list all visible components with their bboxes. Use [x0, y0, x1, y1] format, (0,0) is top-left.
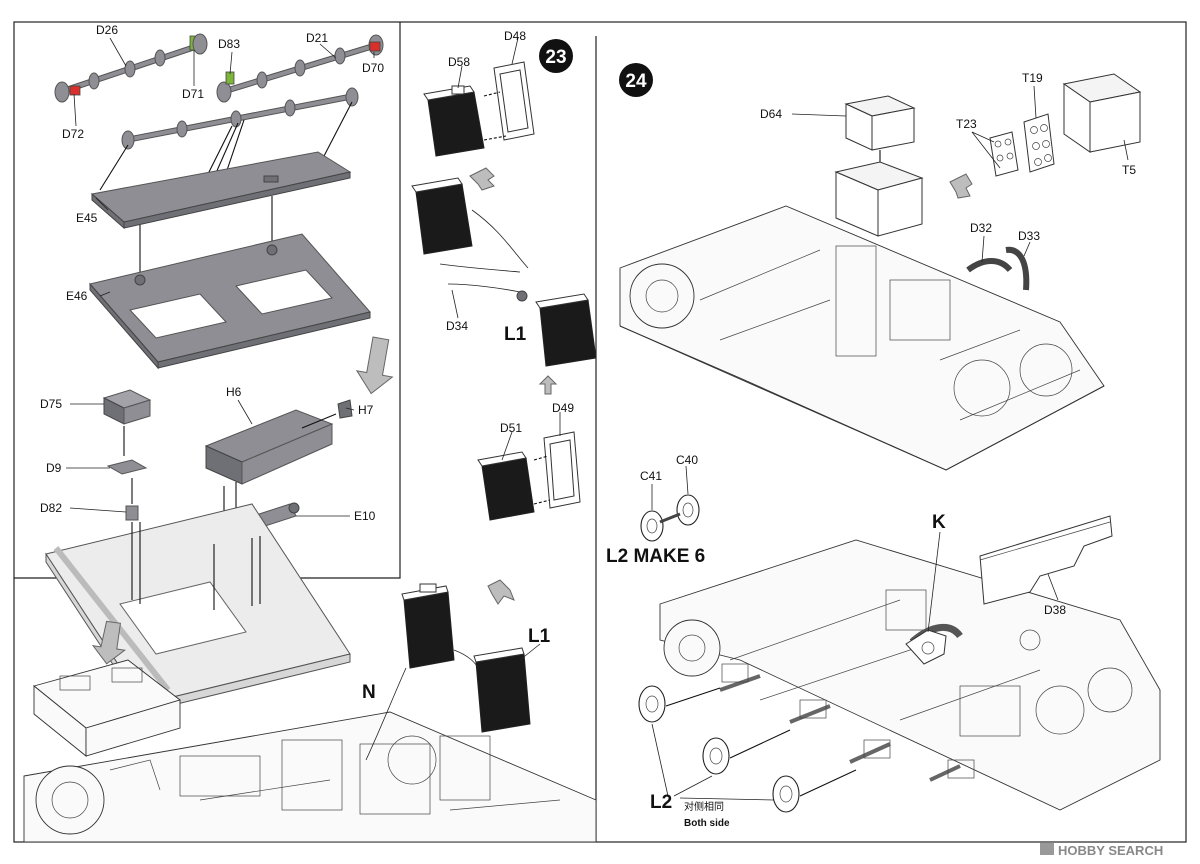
wheel-c41 [640, 510, 664, 542]
watermark-text: HOBBY SEARCH [1058, 843, 1163, 858]
step-23-number: 23 [545, 47, 566, 68]
axle-rod-middle [121, 87, 359, 150]
flow-arrow-23a [469, 167, 495, 191]
red-part-d72 [69, 85, 81, 96]
hull-step24-bottom [659, 539, 1161, 811]
label-d70: D70 [362, 61, 384, 75]
radiator-assembly-l1 [535, 293, 597, 367]
part-d58 [423, 85, 485, 157]
label-d21: D21 [306, 31, 328, 45]
part-d38 [979, 515, 1113, 605]
suspension-arms [719, 663, 975, 782]
hull-bottom-left [23, 711, 597, 843]
label-d75: D75 [40, 397, 62, 411]
part-d51 [477, 451, 535, 521]
label-t23: T23 [956, 117, 977, 131]
part-d9 [106, 459, 148, 475]
middle-panel [411, 39, 597, 521]
label-d72: D72 [62, 127, 84, 141]
label-k: K [932, 512, 946, 533]
step-23-badge [539, 39, 573, 73]
label-n: N [362, 682, 376, 703]
step-24-badge [619, 63, 653, 97]
right-panel [619, 63, 1161, 813]
part-d49 [543, 431, 581, 509]
part-t19 [1023, 113, 1055, 173]
label-t19: T19 [1022, 71, 1043, 85]
label-d51: D51 [500, 421, 522, 435]
label-e10: E10 [354, 509, 376, 523]
label-d58: D58 [448, 55, 470, 69]
label-side-cn: 对侧相同 [684, 800, 724, 813]
flow-arrow-down [355, 336, 394, 395]
road-wheel-2 [702, 737, 730, 775]
hull-inset [33, 659, 181, 757]
part-d64 [844, 95, 916, 151]
label-d33: D33 [1018, 229, 1040, 243]
label-d71: D71 [182, 87, 204, 101]
label-side-en: Both side [684, 818, 730, 829]
hull-step24-top [619, 205, 1105, 471]
radiator-lower-right [473, 647, 531, 733]
label-e46: E46 [66, 289, 88, 303]
label-d83: D83 [218, 37, 240, 51]
watermark-logo-icon [1040, 843, 1054, 855]
part-labels: D26 D71 D83 D21 D70 D72 E45 E46 D75 D9 D… [40, 23, 1136, 829]
part-h6 [204, 409, 334, 485]
label-l1-upper: L1 [504, 324, 527, 345]
label-d34: D34 [446, 319, 468, 333]
engine-box [834, 161, 924, 237]
label-l2-make6: L2 MAKE 6 [606, 546, 705, 567]
label-d49: D49 [552, 401, 574, 415]
label-h6: H6 [226, 385, 242, 399]
label-c41: C41 [640, 469, 662, 483]
radiator-assembly-top [411, 177, 529, 302]
axle-rod-d26 [54, 33, 208, 103]
part-t5 [1062, 73, 1142, 153]
part-d48 [493, 61, 535, 141]
part-h7 [337, 399, 353, 419]
leader-lines [66, 37, 1129, 801]
label-l2-side: L2 [650, 792, 672, 813]
watermark: HOBBY SEARCH [1040, 843, 1163, 858]
part-k [905, 629, 947, 665]
axle-rod-d21 [216, 34, 384, 103]
label-d48: D48 [504, 29, 526, 43]
label-l1-lower: L1 [528, 626, 551, 647]
plate-e46 [89, 233, 371, 370]
label-d64: D64 [760, 107, 782, 121]
label-d26: D26 [96, 23, 118, 37]
red-part-d70 [369, 41, 381, 52]
flow-arrow-diag [487, 579, 515, 605]
label-t5: T5 [1122, 163, 1136, 177]
label-d82: D82 [40, 501, 62, 515]
wheel-c40 [676, 494, 700, 526]
part-d82 [125, 505, 139, 521]
label-d32: D32 [970, 221, 992, 235]
label-c40: C40 [676, 453, 698, 467]
part-d75 [102, 389, 152, 425]
label-d9: D9 [46, 461, 62, 475]
label-h7: H7 [358, 403, 374, 417]
part-t23 [989, 131, 1019, 177]
flow-arrow-23b [538, 375, 558, 395]
flow-arrow-down-left [91, 620, 126, 665]
left-panel [23, 33, 597, 843]
radiator-upper-left [401, 583, 455, 669]
label-d38: D38 [1044, 603, 1066, 617]
step-24-number: 24 [625, 71, 647, 92]
sheet-border [13, 21, 1187, 843]
road-wheel-1 [638, 685, 666, 723]
label-e45: E45 [76, 211, 98, 225]
flow-arrow-24 [949, 173, 973, 199]
road-wheel-3 [772, 775, 800, 813]
